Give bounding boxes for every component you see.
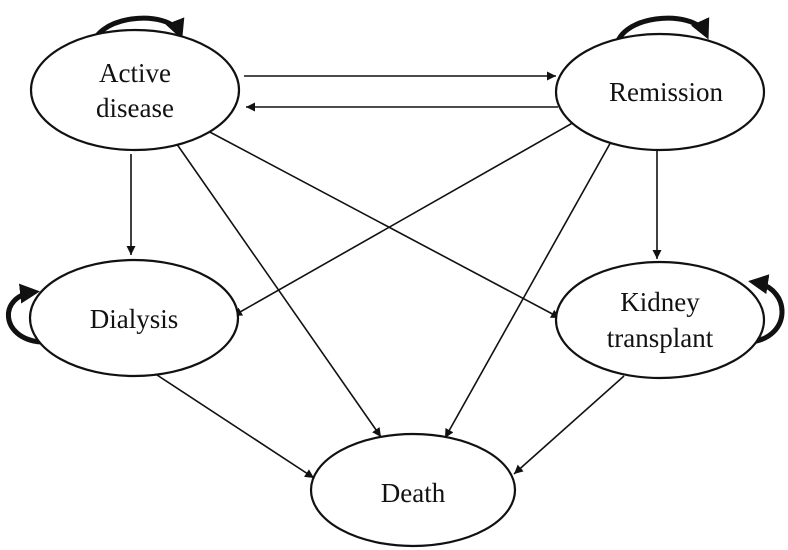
- state-active-disease: Active disease: [29, 28, 241, 152]
- edge-remission-to-dialysis: [232, 120, 577, 317]
- state-kidney-transplant-label-line1: Kidney: [620, 287, 700, 317]
- state-kidney-transplant: Kidney transplant: [554, 260, 766, 380]
- self-loop-kidney-transplant: [748, 274, 785, 345]
- state-remission-label: Remission: [609, 77, 724, 107]
- state-death-label: Death: [381, 478, 446, 508]
- edge-transplant-to-death: [513, 375, 625, 475]
- state-dialysis: Dialysis: [28, 258, 240, 378]
- state-death: Death: [309, 432, 517, 548]
- edge-active-to-death: [173, 139, 382, 438]
- state-active-disease-label-line1: Active: [99, 58, 171, 88]
- state-active-disease-label-line2: disease: [96, 93, 174, 123]
- state-kidney-transplant-label-line2: transplant: [607, 323, 714, 353]
- self-loop-dialysis: [5, 283, 41, 345]
- edge-dialysis-to-death: [156, 374, 315, 479]
- state-dialysis-label: Dialysis: [90, 304, 179, 334]
- edge-active-to-transplant: [205, 129, 561, 319]
- state-remission: Remission: [554, 32, 766, 152]
- edge-remission-to-death: [444, 139, 613, 439]
